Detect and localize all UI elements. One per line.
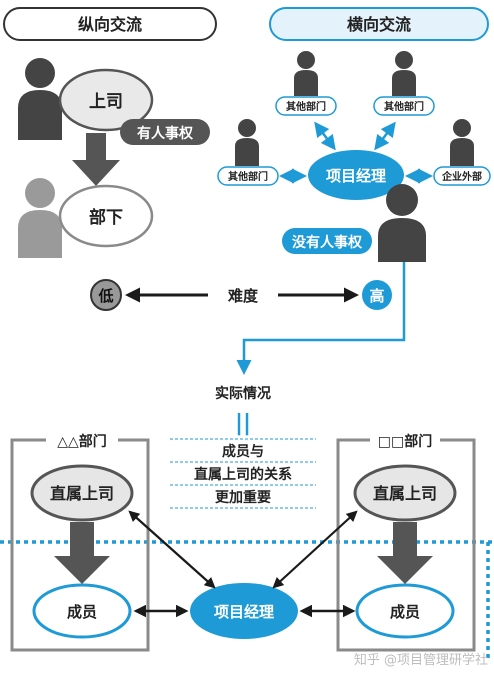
boss-label: 上司 bbox=[89, 92, 123, 112]
watermark: 知乎 @项目管理研学社 bbox=[354, 652, 488, 668]
hr-power-label: 有人事权 bbox=[137, 125, 194, 142]
subordinate-ellipse bbox=[58, 184, 154, 248]
horizontal-section: 横向交流 其他部门 其他部门 其他部门 企业外部 项目经理 bbox=[217, 7, 491, 262]
no-hr-power-label: 没有人事权 bbox=[292, 234, 363, 251]
dept-right-bracket bbox=[336, 438, 476, 652]
member-right-ellipse bbox=[355, 583, 455, 639]
pm-ellipse bbox=[308, 150, 404, 200]
member-right-label: 成员 bbox=[390, 603, 420, 621]
reality-section: 实际情况 || 成员与 直属上司的关系 更加重要 bbox=[170, 385, 316, 509]
subordinate-person-icon bbox=[18, 178, 62, 258]
no-hr-power-pill bbox=[282, 228, 372, 254]
boss-ellipse bbox=[58, 68, 154, 132]
boss-left-ellipse bbox=[30, 464, 134, 522]
member-left-label: 成员 bbox=[67, 603, 97, 621]
other-dept-right-pill bbox=[373, 96, 435, 116]
other-dept-side-label: 其他部门 bbox=[228, 170, 268, 183]
low-circle bbox=[90, 279, 122, 311]
reality-line-3: 更加重要 bbox=[215, 489, 271, 506]
pm-person-icon bbox=[378, 184, 426, 262]
boss-person-icon bbox=[18, 58, 62, 140]
bottom-pm-label: 项目经理 bbox=[214, 603, 274, 621]
horizontal-header-pill bbox=[269, 7, 489, 41]
reality-connector-arrow bbox=[236, 262, 406, 375]
other-dept-side-pill bbox=[217, 166, 279, 186]
other-dept-right-label: 其他部门 bbox=[384, 100, 424, 113]
left-down-arrow-icon bbox=[54, 522, 110, 584]
other-dept-person-icon bbox=[235, 119, 259, 166]
down-arrow-icon bbox=[72, 133, 120, 186]
other-dept-person-icon bbox=[392, 51, 416, 96]
other-dept-left-pill bbox=[275, 96, 337, 116]
high-label: 高 bbox=[369, 287, 384, 305]
subordinate-label: 部下 bbox=[89, 207, 123, 228]
external-person-icon bbox=[450, 119, 474, 166]
boss-right-ellipse bbox=[353, 464, 457, 522]
pm-boss-right-arrow bbox=[272, 510, 358, 589]
difficulty-label: 难度 bbox=[227, 287, 259, 305]
external-pill bbox=[433, 166, 491, 186]
equals-sign: || bbox=[235, 411, 251, 436]
horizontal-header: 横向交流 bbox=[347, 15, 411, 34]
reality-line-1: 成员与 bbox=[222, 443, 264, 460]
vertical-header: 纵向交流 bbox=[78, 15, 142, 34]
member-left-ellipse bbox=[32, 583, 132, 639]
pm-label: 项目经理 bbox=[326, 167, 386, 185]
external-label: 企业外部 bbox=[441, 170, 482, 183]
difficulty-row: 低 难度 高 bbox=[90, 279, 392, 311]
hr-power-pill bbox=[120, 119, 210, 145]
high-circle bbox=[362, 280, 392, 310]
low-label: 低 bbox=[97, 287, 113, 305]
boss-left-label: 直属上司 bbox=[50, 484, 114, 503]
pm-to-other-dept-left-arrow bbox=[314, 121, 336, 151]
right-down-arrow-icon bbox=[377, 522, 433, 584]
dept-right-label: □□部门 bbox=[378, 433, 432, 450]
reality-line-2: 直属上司的关系 bbox=[194, 466, 292, 483]
vertical-section: 纵向交流 上司 有人事权 部下 bbox=[3, 7, 217, 258]
boss-right-label: 直属上司 bbox=[373, 484, 437, 503]
reality-label: 实际情况 bbox=[215, 385, 271, 402]
other-dept-left-label: 其他部门 bbox=[286, 100, 326, 113]
vertical-header-pill bbox=[3, 7, 217, 41]
pm-boss-left-arrow bbox=[128, 510, 216, 589]
bottom-pm-ellipse bbox=[190, 583, 298, 639]
dept-left-bracket bbox=[10, 438, 150, 652]
other-dept-person-icon bbox=[294, 51, 318, 96]
bottom-section: △△部门 □□部门 直属上司 直属上司 成员 成员 项目经理 bbox=[0, 433, 494, 660]
pm-to-other-dept-right-arrow bbox=[374, 121, 396, 151]
dept-left-label: △△部门 bbox=[57, 433, 107, 450]
